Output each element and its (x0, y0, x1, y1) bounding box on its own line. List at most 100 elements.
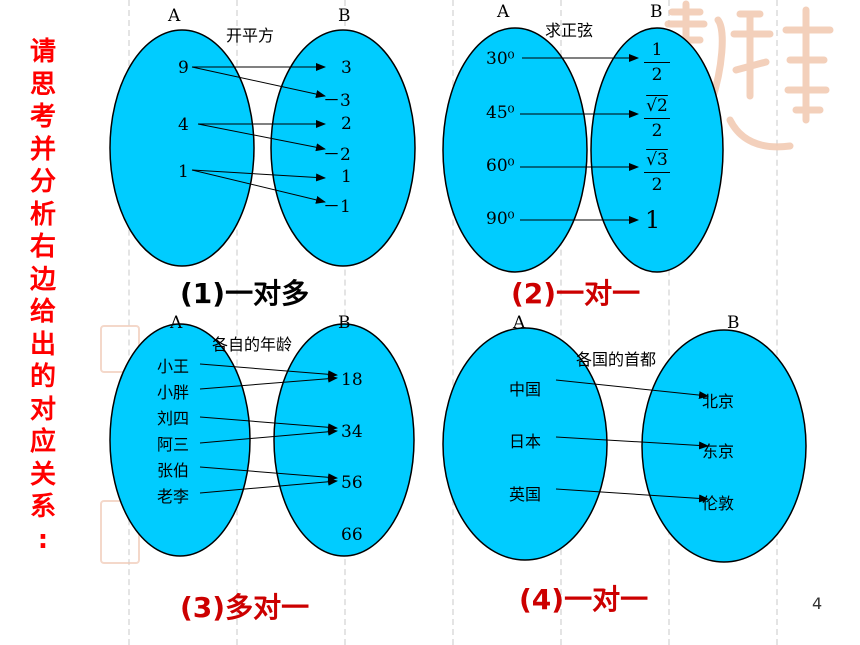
set-b-label: B (338, 313, 351, 333)
set-b-label: B (650, 2, 663, 22)
mapping-heading: 开平方 (226, 26, 275, 45)
title-char: 系 (30, 492, 57, 522)
fraction-value: 1 2 (644, 40, 670, 85)
set-b-item: 56 (341, 473, 363, 493)
set-a-ellipse (442, 27, 588, 273)
set-a-item: 英国 (509, 485, 542, 504)
fraction-bar (644, 172, 670, 173)
background-dashed-line (776, 0, 778, 645)
set-b-item: 东京 (702, 442, 735, 461)
set-a-item: 阿三 (157, 435, 190, 454)
set-a-item: 小王 (157, 357, 190, 376)
diagram-caption: (3)多对一 (180, 591, 310, 624)
set-a-label: A (513, 313, 526, 333)
title-char: 应 (30, 427, 57, 457)
set-a-label: A (168, 6, 181, 26)
set-b-item: －3 (323, 91, 351, 111)
set-b-ellipse (273, 323, 415, 557)
set-b-ellipse (641, 329, 807, 563)
mapping-arrow (199, 477, 338, 494)
set-a-label: A (497, 2, 510, 22)
set-a-item: 90⁰ (486, 209, 515, 229)
title-char: 考 (30, 102, 57, 132)
title-char: 分 (30, 167, 57, 197)
fraction-denominator: 2 (651, 175, 663, 195)
title-char: 给 (30, 297, 57, 327)
set-a-item: 45⁰ (486, 103, 515, 123)
title-char: : (37, 524, 49, 555)
background-dashed-line (668, 0, 670, 645)
set-b-ellipse (590, 27, 724, 273)
fraction-value: √3 2 (644, 150, 670, 195)
fraction-bar (644, 118, 670, 119)
mapping-arrow (199, 416, 338, 432)
mapping-arrow (199, 374, 338, 390)
fraction-value: √2 2 (644, 96, 670, 141)
set-b-item: －2 (323, 145, 351, 165)
set-a-item: 1 (178, 162, 189, 182)
set-a-item: 刘四 (157, 409, 190, 428)
mapping-arrow (199, 427, 338, 444)
set-a-ellipse (442, 327, 608, 561)
mapping-arrow (555, 436, 709, 450)
set-b-item: －1 (323, 197, 351, 217)
set-a-item: 老李 (157, 487, 190, 506)
set-b-label: B (727, 313, 740, 333)
set-b-item: 2 (341, 114, 352, 134)
mapping-arrow (555, 488, 709, 503)
set-b-item: 1 (341, 167, 352, 187)
set-a-item: 60⁰ (486, 156, 515, 176)
set-b-item: 1 (645, 206, 661, 234)
title-char: 请 (30, 37, 57, 67)
mapping-arrow (197, 123, 326, 152)
set-a-item: 4 (178, 115, 189, 135)
set-a-label: A (170, 313, 183, 333)
mapping-heading: 各国的首都 (576, 350, 657, 369)
mapping-arrow (191, 66, 326, 98)
fraction-denominator: 2 (651, 65, 663, 85)
mapping-heading: 各自的年龄 (212, 335, 293, 354)
title-char: 析 (30, 199, 57, 230)
background-dashed-line (128, 0, 130, 645)
set-b-item: 北京 (702, 392, 735, 411)
mapping-arrow (199, 466, 338, 482)
set-a-ellipse (109, 323, 251, 557)
diagram-caption: (2)一对一 (511, 277, 641, 310)
title-char: 对 (30, 394, 57, 425)
fraction-denominator: 2 (651, 121, 663, 141)
set-a-item: 小胖 (157, 383, 190, 402)
set-a-item: 30⁰ (486, 49, 515, 69)
fraction-numerator: √3 (646, 150, 668, 170)
background-dashed-line (452, 0, 454, 645)
background-dashed-line (236, 0, 238, 645)
set-b-ellipse (270, 29, 416, 267)
title-char: 右 (30, 232, 57, 262)
set-b-item: 34 (341, 422, 363, 442)
set-b-item: 伦敦 (702, 494, 735, 513)
fraction-bar (644, 62, 670, 63)
mapping-arrow (191, 169, 326, 204)
fraction-numerator: √2 (646, 96, 668, 116)
title-char: 并 (30, 134, 57, 165)
title-char: 边 (30, 264, 57, 295)
background-dashed-line (344, 0, 346, 645)
set-a-item: 9 (178, 58, 189, 78)
title-char: 出 (30, 329, 57, 360)
mapping-arrow (191, 169, 326, 182)
title-char: 关 (30, 459, 57, 490)
set-a-item: 张伯 (157, 461, 190, 480)
mapping-arrow (555, 379, 709, 400)
set-b-label: B (338, 6, 351, 26)
diagram-caption: (1)一对多 (180, 277, 310, 310)
mapping-heading: 求正弦 (545, 21, 594, 40)
background-dashed-line (560, 0, 562, 645)
title-char: 的 (30, 362, 57, 392)
diagram-caption: (4)一对一 (519, 583, 649, 616)
fraction-numerator: 1 (651, 40, 663, 60)
mapping-arrow (199, 363, 338, 379)
title-char: 思 (30, 69, 57, 100)
set-b-item: 66 (341, 525, 363, 545)
